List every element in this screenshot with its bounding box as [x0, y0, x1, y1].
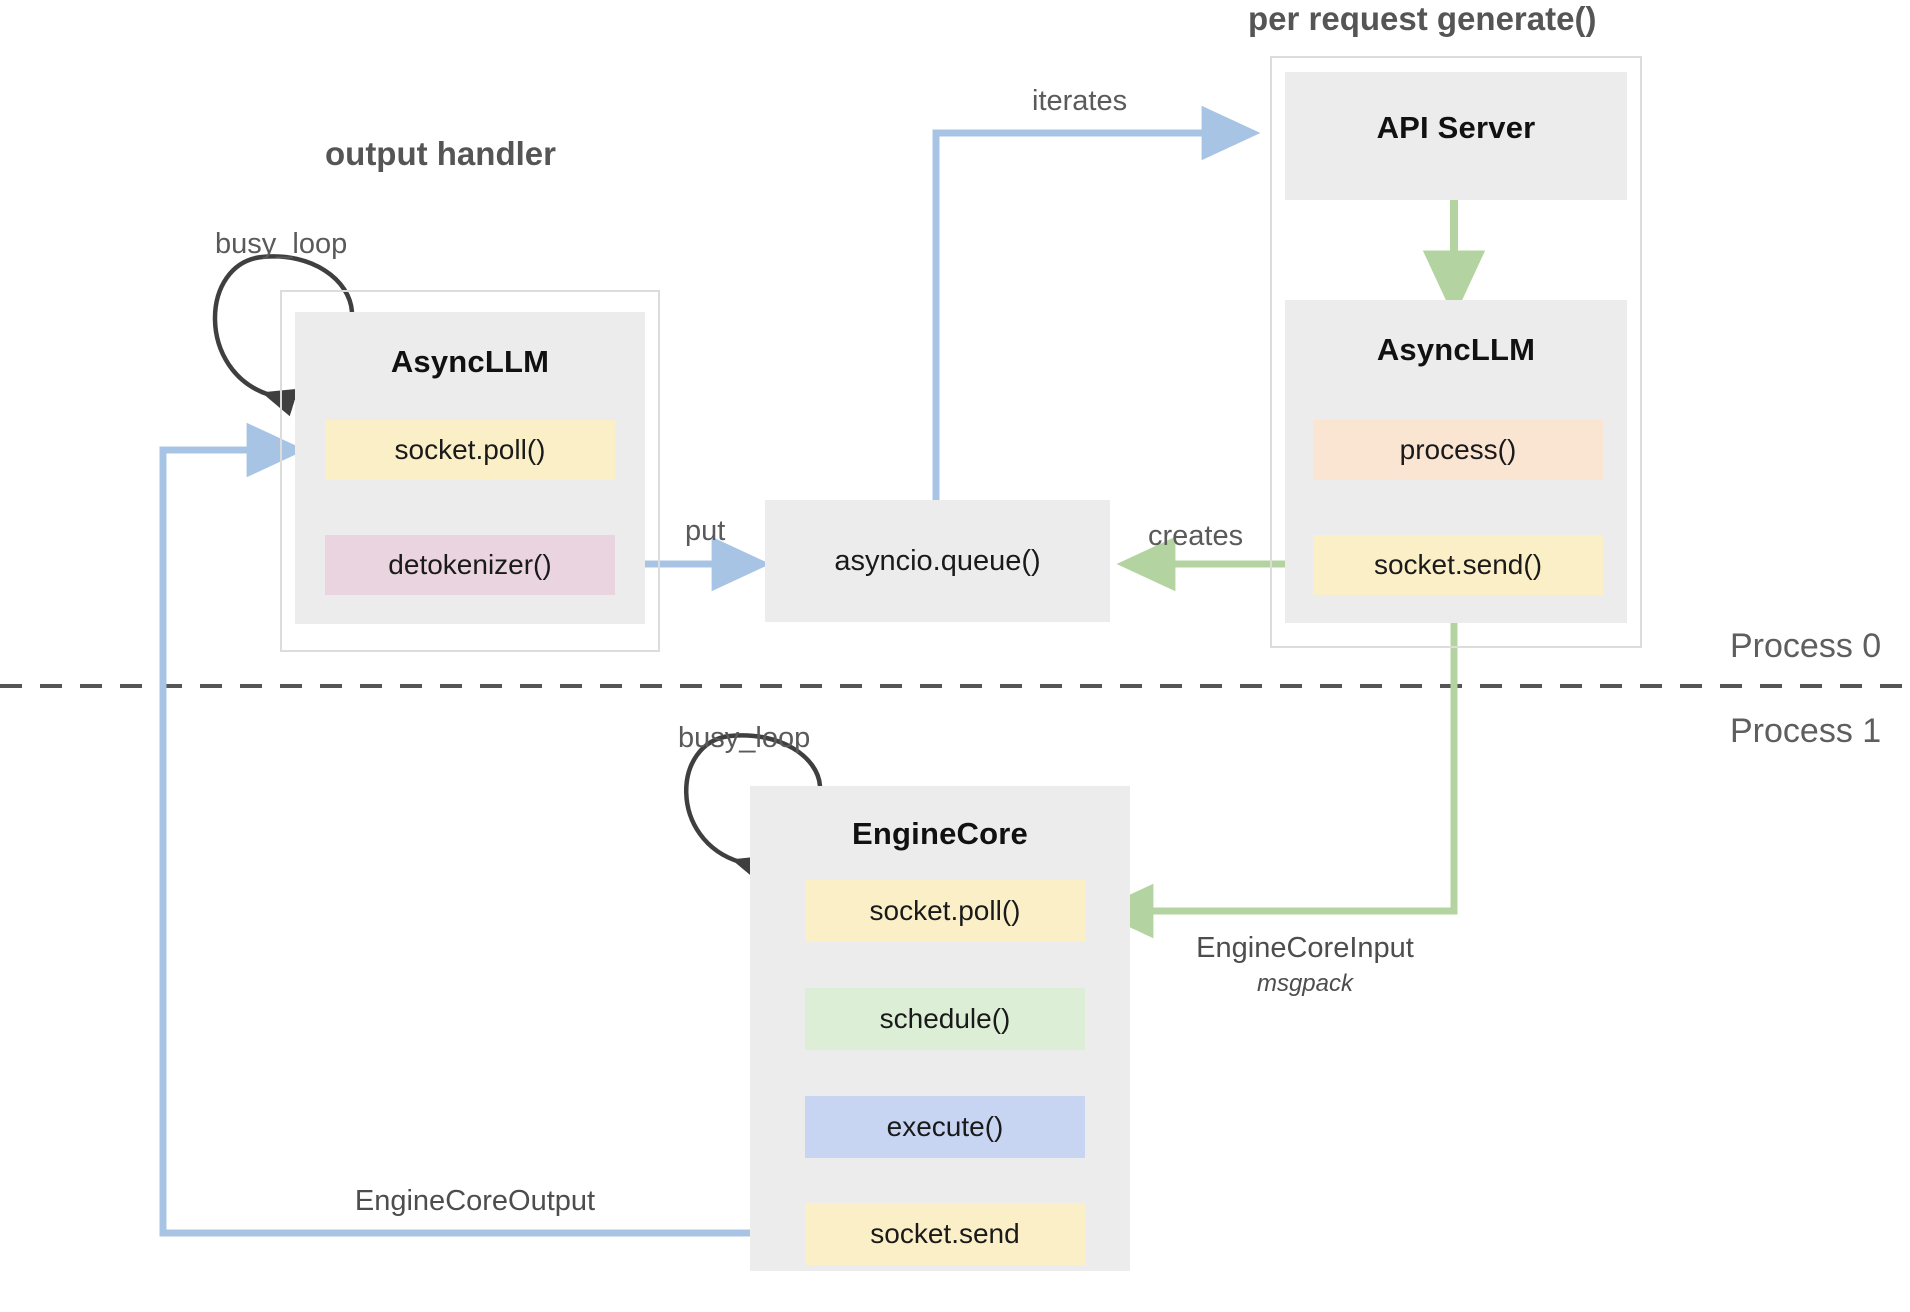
slot-label: detokenizer(): [388, 549, 552, 580]
slot-label: socket.send: [870, 1218, 1020, 1249]
engine-core-output-label: EngineCoreOutput: [354, 1185, 596, 1217]
asyncio-queue-label: asyncio.queue(): [834, 544, 1041, 577]
slot-socket-poll-output-handler[interactable]: socket.poll(): [325, 420, 615, 480]
slot-label: socket.poll(): [869, 895, 1021, 926]
slot-detokenizer[interactable]: detokenizer(): [325, 535, 615, 595]
per-request-title: per request generate(): [1248, 0, 1597, 37]
slot-execute[interactable]: execute(): [805, 1096, 1085, 1158]
engine-core-title: EngineCore: [852, 816, 1028, 851]
output-handler-title: output handler: [325, 135, 556, 172]
slot-socket-send-asyncllm[interactable]: socket.send(): [1313, 535, 1603, 595]
api-server-box[interactable]: API Server: [1285, 72, 1627, 200]
slot-socket-send-engine-core[interactable]: socket.send: [805, 1203, 1085, 1265]
per-request-frame: [1270, 56, 1642, 648]
iterates-label: iterates: [1032, 85, 1128, 117]
process-1-label: Process 1: [1730, 712, 1882, 750]
output-handler-asyncllm-title: AsyncLLM: [390, 344, 550, 379]
busy-loop-label-engine-core: busy_loop: [678, 722, 811, 754]
engine-core-input-label: EngineCoreInput: [1196, 932, 1414, 964]
slot-label: execute(): [886, 1111, 1004, 1142]
put-label: put: [685, 515, 726, 547]
asyncio-queue-box[interactable]: asyncio.queue(): [765, 500, 1110, 622]
slot-label: socket.send(): [1373, 549, 1543, 580]
slot-label: process(): [1399, 434, 1517, 465]
slot-label: schedule(): [879, 1003, 1011, 1034]
output-handler-frame: [280, 290, 660, 652]
slot-socket-poll-engine-core[interactable]: socket.poll(): [805, 880, 1085, 942]
edge-iterates: [932, 105, 1261, 500]
process-0-label: Process 0: [1730, 627, 1882, 665]
slot-schedule[interactable]: schedule(): [805, 988, 1085, 1050]
api-server-title: API Server: [1376, 110, 1536, 145]
per-request-asyncllm-title: AsyncLLM: [1376, 332, 1536, 367]
engine-core-input-sublabel: msgpack: [1256, 970, 1354, 997]
slot-process[interactable]: process(): [1313, 420, 1603, 480]
busy-loop-label-output-handler: busy_loop: [215, 228, 348, 260]
slot-label: socket.poll(): [394, 434, 546, 465]
creates-label: creates: [1148, 520, 1244, 552]
